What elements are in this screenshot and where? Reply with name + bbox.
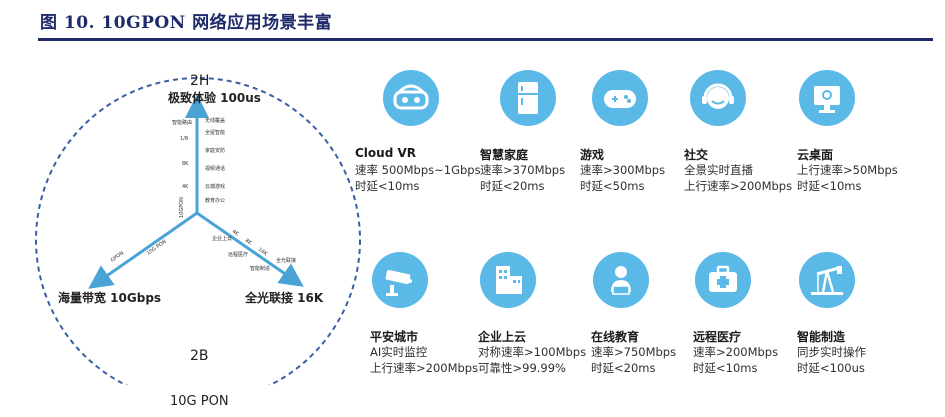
- title-divider: [38, 38, 933, 41]
- oil-pump-icon: [799, 252, 855, 308]
- top-arm-tag: 1/8: [180, 136, 188, 142]
- app-spec: 速率>200Mbps: [693, 345, 779, 359]
- app-spec: AI实时监控: [370, 345, 428, 359]
- app-spec: 速率>370Mbps: [480, 163, 566, 177]
- axis-left-label: 海量带宽 10Gbps: [58, 290, 161, 305]
- office-building-icon: [480, 252, 536, 308]
- app-spec: 时延<10ms: [355, 179, 420, 193]
- center-label: 10GPON: [179, 197, 185, 218]
- axis-right-label: 全光联接 16K: [244, 290, 324, 305]
- app-spec: 上行速率>50Mbps: [797, 163, 898, 177]
- top-arm-item: 视频通话: [205, 165, 225, 172]
- app-name: 在线教育: [591, 330, 640, 344]
- headset-person-icon: [690, 70, 746, 126]
- right-arm-tag: 4K: [231, 229, 240, 238]
- app-spec: 上行速率>200Mbps: [370, 361, 479, 375]
- gamepad-icon: [592, 70, 648, 126]
- right-arm-item: 企业上云: [212, 235, 232, 242]
- top-arm-item: 云端游戏: [205, 183, 225, 190]
- top-arm-tag: 8K: [182, 161, 189, 167]
- app-spec: 时延<10ms: [797, 179, 862, 193]
- top-arm-item: 教育办公: [205, 197, 225, 204]
- app-name: 游戏: [580, 148, 605, 162]
- axis-right-arrow: [196, 211, 304, 287]
- app-spec: 速率 500Mbps~1Gbps: [355, 163, 481, 177]
- app-name: 智慧家庭: [480, 148, 529, 162]
- cctv-camera-icon: [372, 252, 428, 308]
- app-spec: 上行速率>200Mbps: [684, 179, 793, 193]
- vr-headset-icon: [383, 70, 439, 126]
- label-2h: 2H: [190, 73, 209, 89]
- app-spec: 速率>300Mbps: [580, 163, 666, 177]
- axis-left-arrow: [88, 211, 198, 289]
- app-name: Cloud VR: [355, 146, 417, 160]
- right-arm-tag: 8K: [244, 238, 253, 247]
- monitor-icon: [799, 70, 855, 126]
- axis-top-label: 极致体验 100us: [168, 90, 261, 105]
- fridge-icon: [500, 70, 556, 126]
- app-spec: 速率>750Mbps: [591, 345, 677, 359]
- left-arm-tag: GPON: [110, 250, 126, 263]
- top-arm-item: 全屋智能: [205, 129, 225, 136]
- app-name: 远程医疗: [693, 330, 742, 344]
- online-teacher-icon: [593, 252, 649, 308]
- right-arm-item: 智能制造: [250, 265, 270, 272]
- app-name: 云桌面: [797, 148, 834, 162]
- top-arm-tag: 智能路由: [172, 119, 192, 126]
- figure-title: 图 10. 10GPON 网络应用场景丰富: [40, 13, 333, 33]
- app-spec: 时延<20ms: [480, 179, 545, 193]
- app-spec: 对称速率>100Mbps: [478, 345, 587, 359]
- label-2b: 2B: [190, 348, 209, 364]
- medical-kit-icon: [695, 252, 751, 308]
- top-arm-tag: 4K: [182, 184, 189, 190]
- footer-10g-pon: 10G PON: [170, 394, 229, 409]
- right-arm-end-tag: 全光联接: [276, 257, 296, 264]
- app-spec: 可靠性>99.99%: [478, 361, 566, 375]
- app-spec: 全景实时直播: [684, 163, 753, 177]
- app-name: 企业上云: [478, 330, 527, 344]
- app-spec: 时延<100us: [797, 361, 865, 375]
- top-arm-item: 无线覆盖: [205, 117, 225, 124]
- right-arm-tag: 16K: [257, 247, 269, 258]
- app-name: 平安城市: [370, 330, 419, 344]
- top-arm-item: 家庭安防: [205, 147, 225, 154]
- app-spec: 同步实时操作: [797, 345, 866, 359]
- app-name: 社交: [684, 148, 709, 162]
- app-spec: 时延<20ms: [591, 361, 656, 375]
- app-spec: 时延<50ms: [580, 179, 645, 193]
- app-spec: 时延<10ms: [693, 361, 758, 375]
- right-arm-item: 远程医疗: [228, 251, 248, 258]
- app-name: 智能制造: [797, 330, 846, 344]
